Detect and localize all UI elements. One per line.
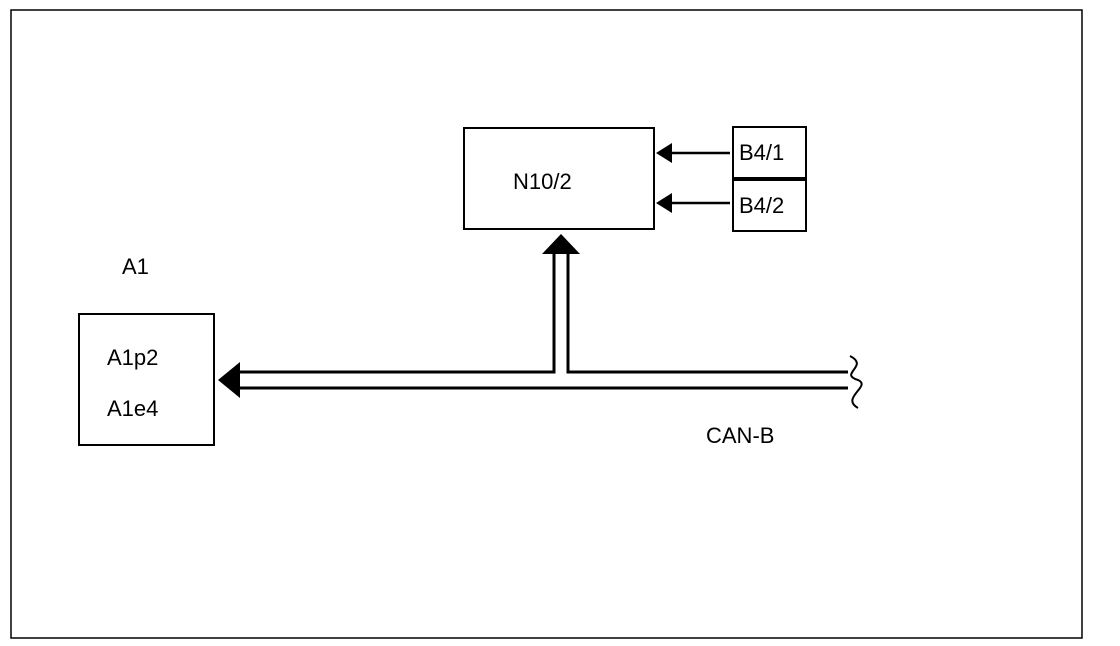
a1e4-label: A1e4 — [107, 396, 158, 421]
can-b-bus-upper-line — [240, 252, 556, 374]
n10-2-bus-arrowhead-icon — [542, 234, 580, 254]
b4-1-label: B4/1 — [739, 140, 784, 165]
a1-bus-arrowhead-icon — [218, 362, 240, 398]
b4-2-block — [732, 179, 807, 232]
a1-block — [78, 313, 215, 446]
diagram-frame — [10, 9, 1083, 639]
can-b-label: CAN-B — [706, 423, 774, 448]
a1-title: A1 — [122, 254, 149, 279]
b4-1-block — [732, 126, 807, 179]
a1p2-label: A1p2 — [107, 345, 158, 370]
b4-2-arrowhead-icon — [656, 193, 672, 213]
n10-2-label: N10/2 — [513, 169, 572, 194]
b4-2-label: B4/2 — [739, 193, 784, 218]
bus-break-icon — [849, 355, 863, 409]
b4-1-arrowhead-icon — [656, 143, 672, 163]
n10-2-block — [463, 127, 655, 230]
can-b-bus-branch-line — [566, 252, 848, 374]
